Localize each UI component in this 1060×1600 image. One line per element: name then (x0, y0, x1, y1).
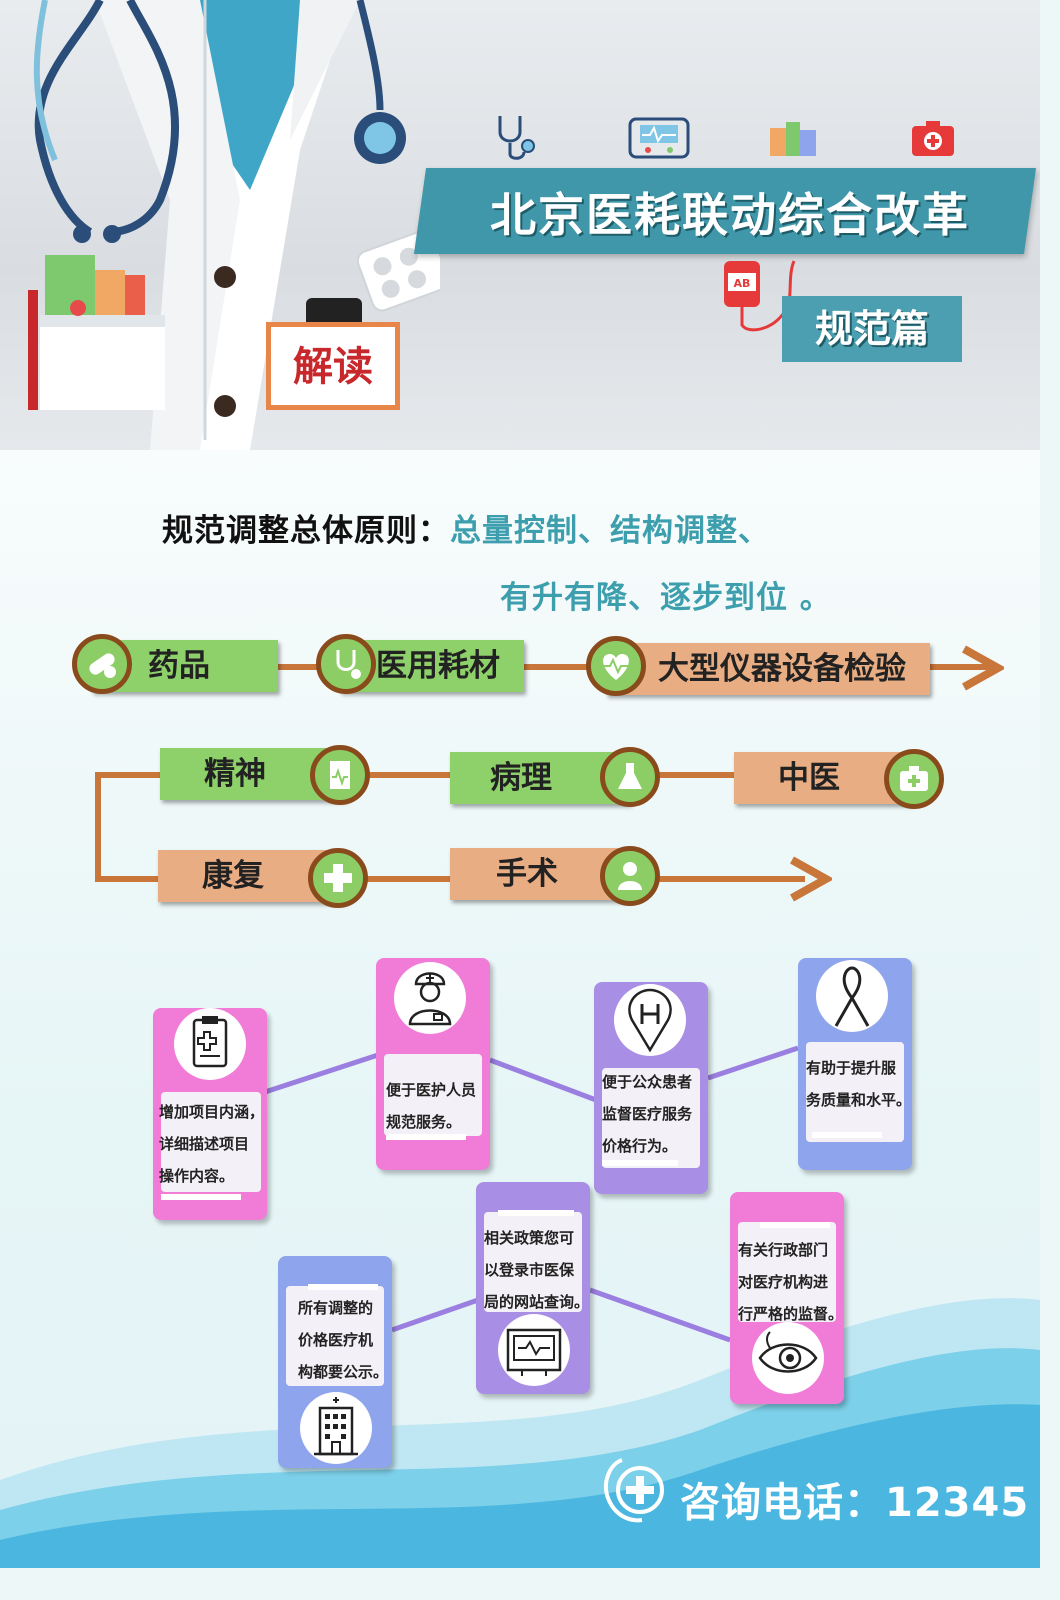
card-1-line-2: 详细描述项目 (159, 1135, 250, 1153)
phone-cross-icon (603, 1458, 664, 1523)
card-7-line-2: 对医疗机构进 (738, 1273, 829, 1291)
card-6-line-1: 相关政策您可 (484, 1229, 575, 1247)
card-1-line-3: 操作内容。 (159, 1167, 235, 1185)
svg-text:AB: AB (734, 277, 751, 290)
card-5-line-2: 价格医疗机 (298, 1331, 374, 1349)
stethoscope-icon (498, 116, 535, 160)
hotline-text: 咨询电话：12345 (680, 1480, 1030, 1526)
stethoscope-circle-icon (316, 634, 376, 694)
card-3-line-3: 价格行为。 (602, 1137, 678, 1155)
page-subtitle: 规范篇 (814, 306, 929, 351)
medicine-boxes-icon (770, 122, 816, 156)
nurse-icon (394, 962, 466, 1034)
card-4-line-1: 有助于提升服 (806, 1059, 897, 1077)
hospital-building-icon (300, 1392, 372, 1464)
card-2-line-1: 便于医护人员 (386, 1081, 477, 1099)
header-illustration: 北京医耗联动综合改革 AB 规范篇 解读 (0, 0, 1040, 450)
interpretation-badge: 解读 (266, 322, 400, 410)
card-3-bar (602, 1160, 678, 1166)
category-pathology: 病理 (450, 752, 630, 804)
card-5-bar (308, 1284, 378, 1290)
card-6-line-3: 局的网站查询。 (484, 1293, 590, 1311)
eye-icon (752, 1322, 824, 1394)
clipboard-medical-icon (174, 1008, 246, 1080)
pill-capsule-icon (72, 634, 132, 694)
info-card-5: 所有调整的 价格医疗机 构都要公示。 (278, 1256, 392, 1468)
doctor-person-icon (600, 846, 660, 906)
card-7-line-3: 行严格的监督。 (738, 1305, 844, 1323)
principle-line-1: 规范调整总体原则：总量控制、结构调整、 (162, 505, 770, 550)
card-6-bar (498, 1210, 574, 1216)
card-6-line-2: 以登录市医保 (484, 1261, 575, 1279)
heart-pulse-icon (586, 636, 646, 696)
card-3-line-1: 便于公众患者 (602, 1073, 693, 1091)
principle-label: 规范调整总体原则： (162, 513, 450, 549)
principle-text-2: 有升有降、逐步到位 。 (500, 580, 832, 616)
info-card-3: 便于公众患者 监督医疗服务 价格行为。 (594, 982, 708, 1194)
card-7-line-1: 有关行政部门 (738, 1241, 829, 1259)
info-card-6: 相关政策您可 以登录市医保 局的网站查询。 (476, 1182, 590, 1394)
info-card-1: 增加项目内涵， 详细描述项目 操作内容。 (153, 1008, 267, 1220)
first-aid-kit-icon (912, 121, 954, 156)
info-card-7: 有关行政部门 对医疗机构进 行严格的监督。 (730, 1192, 844, 1404)
card-1-bar (161, 1194, 241, 1200)
card-2-bar (386, 1134, 466, 1140)
principle-text-1: 总量控制、结构调整、 (450, 513, 770, 549)
card-5-line-3: 构都要公示。 (298, 1363, 389, 1381)
card-5-line-1: 所有调整的 (298, 1299, 374, 1317)
card-connectors (264, 1045, 799, 1343)
clipboard-chart-icon (310, 745, 370, 805)
flask-icon (600, 747, 660, 807)
card-2-line-2: 规范服务。 (386, 1113, 462, 1131)
card-3-line-2: 监督医疗服务 (602, 1105, 693, 1123)
ribbon-icon (816, 960, 888, 1032)
info-card-2: 便于医护人员 规范服务。 (376, 958, 490, 1170)
blood-bag-icon: AB (724, 260, 796, 332)
doctor-coat-illustration (28, 0, 440, 450)
page-title: 北京医耗联动综合改革 (490, 188, 970, 242)
plus-cross-icon (308, 848, 368, 908)
card-4-line-2: 务质量和水平。 (806, 1091, 912, 1109)
arrow-right-icon-2 (790, 856, 832, 902)
card-4-bar (812, 1132, 882, 1138)
hospital-pin-icon (614, 984, 686, 1056)
medical-monitor-icon (628, 117, 690, 159)
subtitle-banner (782, 296, 962, 362)
category-large-equipment: 大型仪器设备检验 (606, 643, 930, 695)
connector-vertical (95, 772, 101, 882)
arrow-right-icon (962, 645, 1004, 691)
monitor-icon (498, 1314, 570, 1386)
category-surgery: 手术 (450, 848, 630, 900)
card-7-bar (760, 1222, 830, 1228)
card-1-line-1: 增加项目内涵， (159, 1103, 265, 1121)
info-card-4: 有助于提升服 务质量和水平。 (798, 958, 912, 1170)
medical-kit-icon (884, 749, 944, 809)
